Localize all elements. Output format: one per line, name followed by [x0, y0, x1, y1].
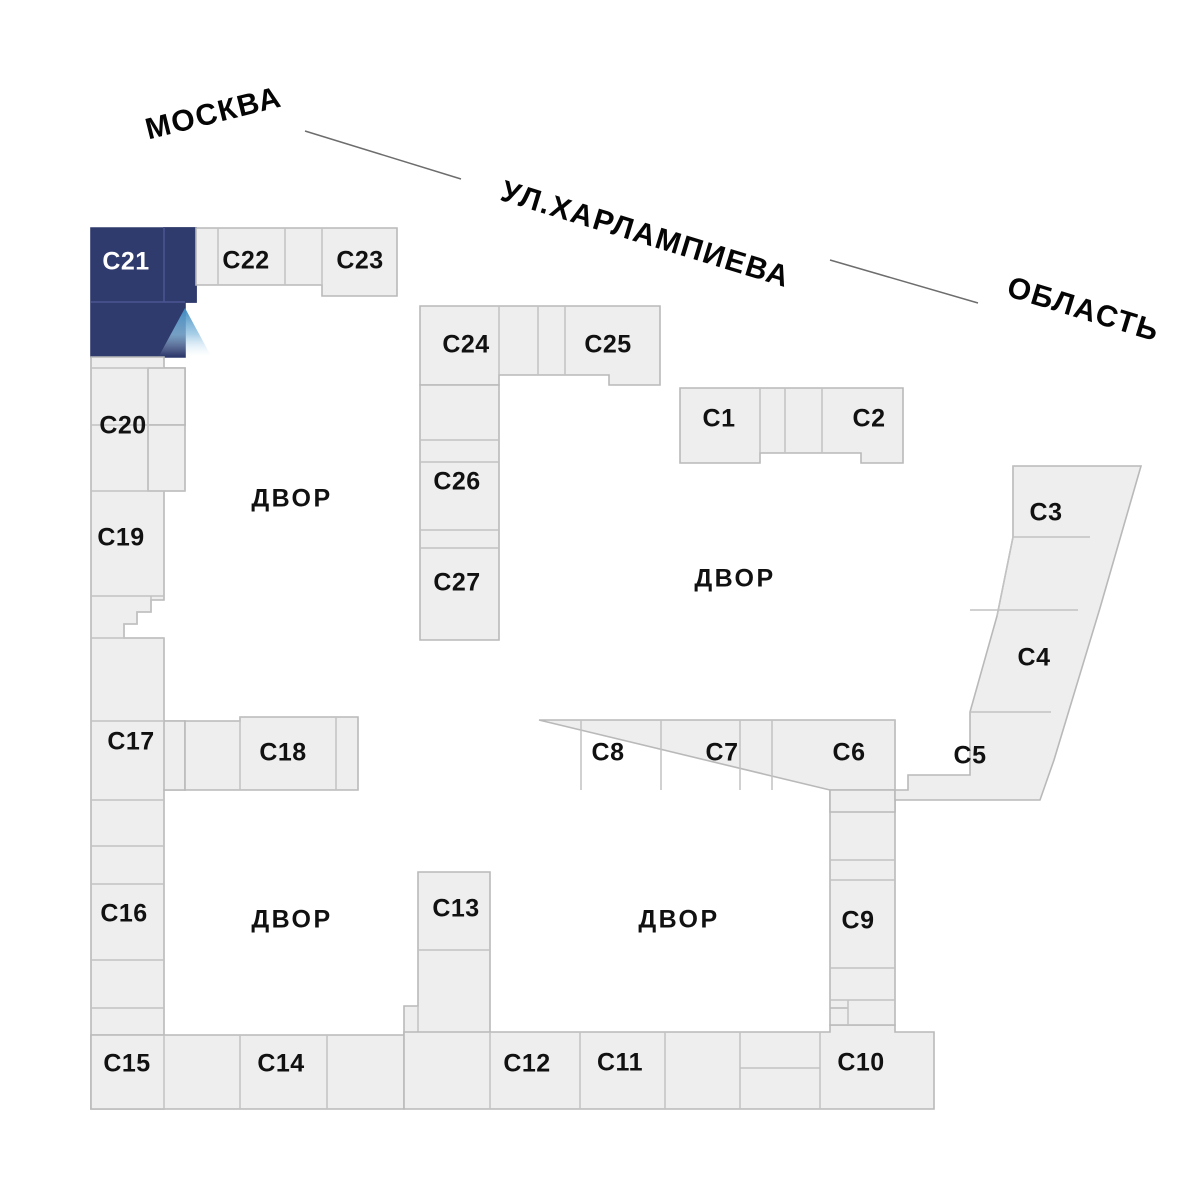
leader-lines — [304, 130, 979, 304]
building-shape-C26-C27[interactable] — [419, 384, 500, 641]
building-label-C2[interactable]: C2 — [853, 405, 886, 433]
divider-C8-C7-C6 — [580, 720, 896, 790]
block-central-spine — [419, 305, 661, 641]
building-label-C8[interactable]: C8 — [592, 739, 625, 767]
divider-C15-C14 — [163, 1035, 328, 1109]
building-label-C24[interactable]: C24 — [442, 331, 489, 359]
building-label-C12[interactable]: C12 — [503, 1050, 550, 1078]
block-C18 — [184, 716, 359, 791]
block-south — [403, 1024, 935, 1110]
building-label-C20[interactable]: C20 — [99, 412, 146, 440]
building-label-C18[interactable]: C18 — [259, 739, 306, 767]
building-shape-C21-tab[interactable] — [163, 227, 197, 303]
building-label-C1[interactable]: C1 — [703, 405, 736, 433]
block-north-east — [679, 387, 904, 464]
building-label-C16[interactable]: C16 — [100, 900, 147, 928]
block-east-wing — [894, 465, 1143, 801]
building-label-C14[interactable]: C14 — [257, 1050, 304, 1078]
divider-step-detail — [123, 596, 152, 638]
street-label-kharlampieva: УЛ.ХАРЛАМПИЕВА — [497, 175, 794, 294]
building-labels: C21 C22 C23 C24 C25 C26 C27 C20 C19 C17 … — [97, 247, 1062, 1078]
building-label-C4[interactable]: C4 — [1018, 644, 1051, 672]
divider-C3-C4-C5 — [970, 466, 1090, 713]
block-west — [90, 356, 186, 1110]
building-shape-C3-C4-C5[interactable] — [894, 465, 1143, 801]
yard-label-ne: ДВОР — [694, 565, 775, 593]
building-shape-C20-notch-2[interactable] — [147, 424, 186, 492]
building-shape-C22-C23[interactable] — [195, 227, 398, 297]
building-shape-C17-notch[interactable] — [163, 720, 186, 791]
block-north-west — [90, 227, 398, 358]
building-label-C23[interactable]: C23 — [336, 247, 383, 275]
building-label-C9[interactable]: C9 — [842, 907, 875, 935]
building-label-C13[interactable]: C13 — [432, 895, 479, 923]
divider-C18 — [239, 717, 337, 790]
building-label-C19[interactable]: C19 — [97, 524, 144, 552]
divider-C9 — [830, 859, 895, 1025]
divider-C26-C27 — [420, 439, 499, 549]
building-label-C17[interactable]: C17 — [107, 728, 154, 756]
divider-C24-C25 — [498, 306, 566, 375]
building-label-C25[interactable]: C25 — [584, 331, 631, 359]
location-marker[interactable] — [159, 308, 211, 356]
building-label-C22[interactable]: C22 — [222, 247, 269, 275]
divider-C13 — [417, 949, 490, 1035]
building-label-C6[interactable]: C6 — [833, 739, 866, 767]
building-label-C10[interactable]: C10 — [837, 1049, 884, 1077]
divider-west-column — [91, 367, 185, 1036]
divider-C12-C11-C10 — [489, 1032, 821, 1109]
divider-C22-C23 — [217, 228, 323, 285]
street-label-oblast: ОБЛАСТЬ — [1003, 271, 1163, 349]
leader-line-moskva — [304, 130, 462, 180]
yard-label-nw: ДВОР — [251, 485, 332, 513]
building-label-C3[interactable]: C3 — [1030, 499, 1063, 527]
yard-label-sw: ДВОР — [251, 906, 332, 934]
building-label-C7[interactable]: C7 — [706, 739, 739, 767]
building-shape-C1-C2[interactable] — [679, 387, 904, 464]
building-label-C11[interactable]: C11 — [597, 1049, 643, 1077]
divider-C1-C2 — [759, 388, 823, 453]
yard-label-se: ДВОР — [638, 906, 719, 934]
building-label-C21[interactable]: C21 — [102, 248, 149, 276]
yard-labels: ДВОР ДВОР ДВОР ДВОР — [251, 485, 775, 934]
building-label-C26[interactable]: C26 — [433, 468, 480, 496]
block-center-row — [538, 719, 896, 813]
building-shape-center-foot[interactable] — [829, 789, 896, 813]
leader-line-oblast — [829, 259, 979, 304]
building-label-C27[interactable]: C27 — [433, 569, 480, 597]
building-label-C15[interactable]: C15 — [103, 1050, 150, 1078]
street-label-moskva: МОСКВА — [142, 81, 285, 147]
building-shape-C20-notch[interactable] — [147, 367, 186, 426]
building-label-C5[interactable]: C5 — [954, 742, 987, 770]
divider-C21 — [91, 228, 185, 303]
